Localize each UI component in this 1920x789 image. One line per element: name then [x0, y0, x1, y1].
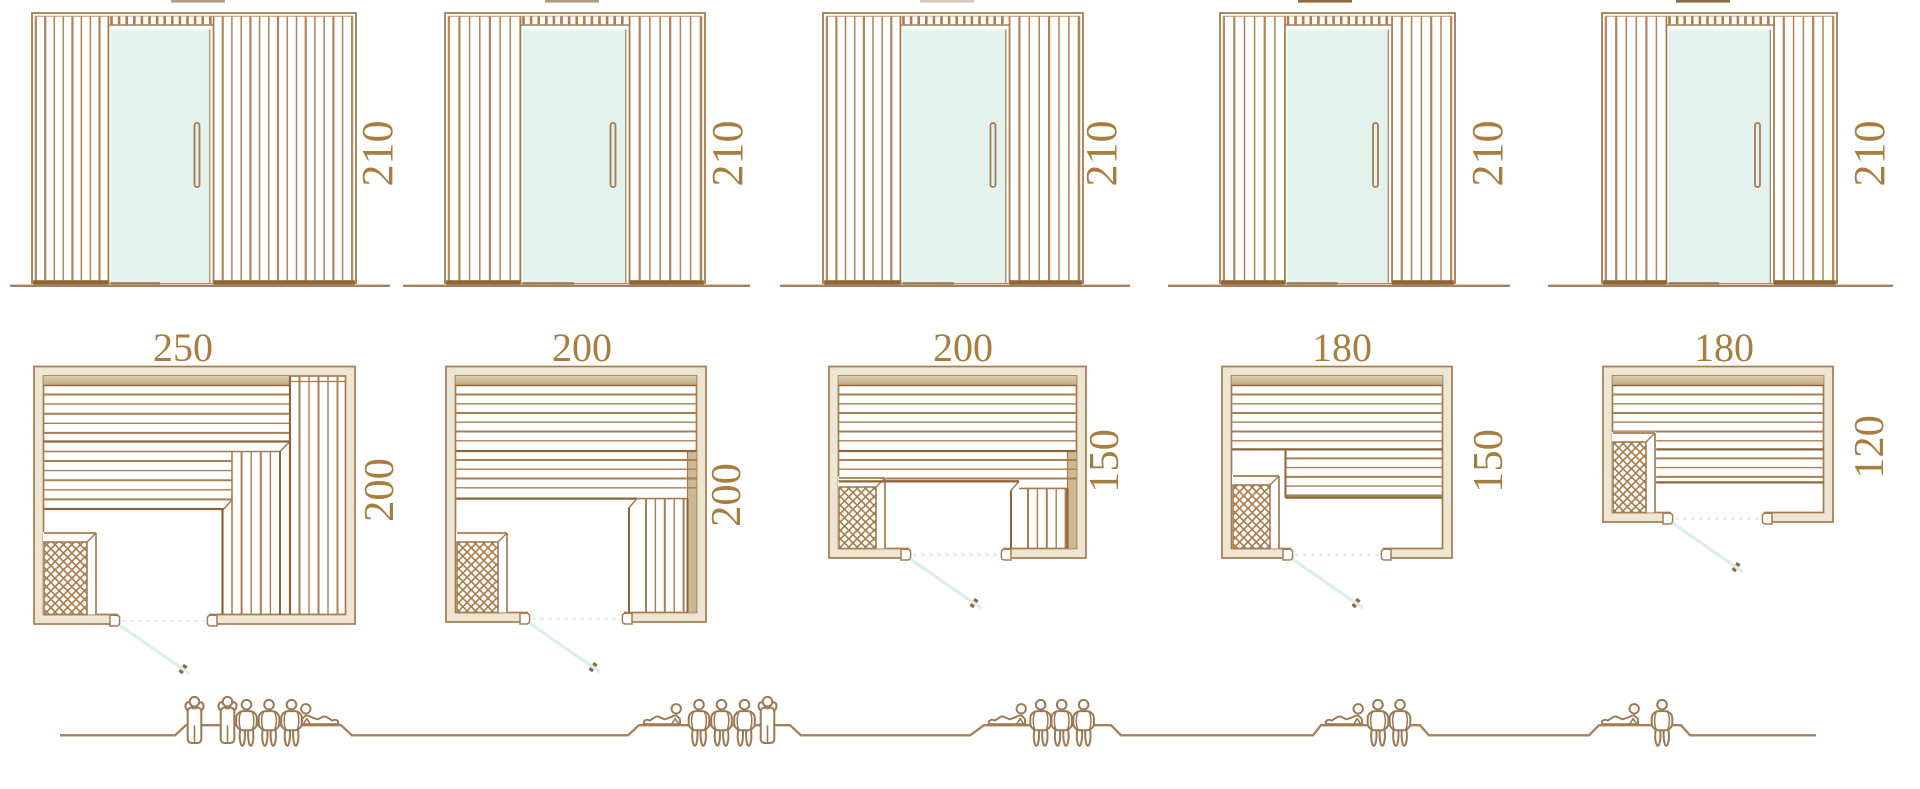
svg-text:200: 200: [933, 325, 993, 370]
svg-text:200: 200: [552, 325, 612, 370]
svg-text:180: 180: [1312, 325, 1372, 370]
svg-text:200: 200: [356, 458, 403, 522]
svg-text:210: 210: [703, 121, 752, 187]
svg-text:180: 180: [1694, 325, 1754, 370]
svg-text:210: 210: [1845, 121, 1894, 187]
svg-text:250: 250: [153, 325, 213, 370]
svg-text:210: 210: [1077, 121, 1126, 187]
svg-text:210: 210: [1463, 121, 1512, 187]
svg-text:210: 210: [353, 121, 402, 187]
svg-text:150: 150: [1465, 429, 1512, 493]
svg-text:120: 120: [1846, 415, 1893, 479]
svg-text:150: 150: [1081, 429, 1128, 493]
svg-text:200: 200: [703, 463, 750, 527]
